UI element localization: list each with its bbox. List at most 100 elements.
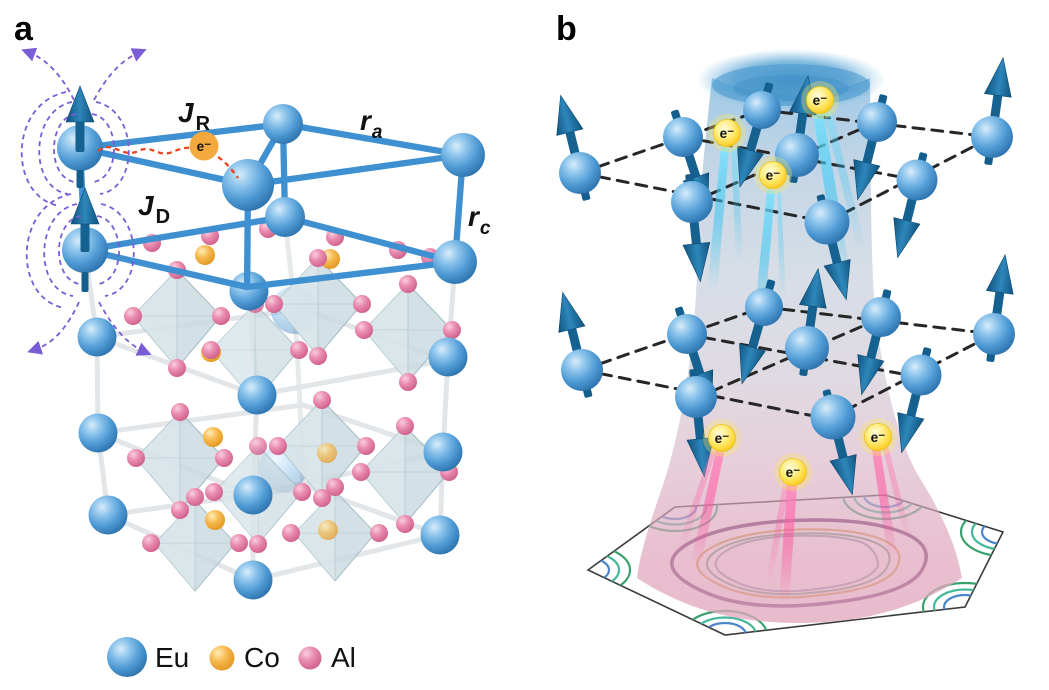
al-sphere: [205, 483, 223, 501]
al-sphere: [353, 295, 371, 313]
al-sphere: [124, 307, 142, 325]
al-sphere: [168, 359, 186, 377]
co-sphere: [203, 427, 223, 447]
spin-lattice-layer-1: [547, 55, 1017, 304]
eu-crystal-spheres: [77, 271, 468, 600]
electron-trails-top: [707, 110, 866, 332]
panel-b-label: b: [556, 10, 577, 48]
panel-a-label: a: [14, 10, 34, 48]
al-sphere: [171, 501, 189, 519]
spin-arrow-icon: [65, 85, 95, 188]
al-sphere: [313, 391, 331, 409]
panel-b: b: [547, 10, 1019, 636]
eu-sphere: [77, 317, 117, 357]
al-sphere: [293, 483, 311, 501]
al-legend-icon: [298, 646, 322, 670]
al-sphere: [171, 403, 189, 421]
spin-lattice-layer-2: [549, 252, 1019, 499]
al-sphere: [265, 295, 283, 313]
eu-frame-spheres: [57, 104, 485, 284]
rkky-exchange-path: [97, 145, 239, 179]
eu-sphere: [433, 240, 477, 284]
al-sphere: [202, 341, 220, 359]
eu-sphere: [222, 159, 274, 211]
al-sphere: [290, 341, 308, 359]
legend-label-co: Co: [244, 642, 280, 673]
co-sphere: [318, 520, 338, 540]
al-sphere: [399, 373, 417, 391]
co-sphere: [317, 443, 337, 463]
spin-site: [844, 91, 898, 204]
al-sphere: [142, 534, 160, 552]
al-sphere: [215, 449, 233, 467]
al-sphere: [399, 275, 417, 293]
spin-site: [675, 367, 719, 479]
electron-label: e⁻: [871, 430, 886, 445]
electron-circle: [189, 131, 219, 161]
al-sphere: [326, 478, 344, 496]
dipole-field-lines: [20, 47, 152, 356]
eu-sphere: [441, 133, 485, 177]
electron-badge: e⁻: [801, 81, 839, 119]
al-sphere: [396, 417, 414, 435]
legend-label-eu: Eu: [155, 642, 189, 673]
spin-arrow-icon: [70, 187, 100, 292]
eu-sphere: [265, 197, 305, 237]
spin-site: [971, 55, 1017, 167]
electron-badge: e⁻: [774, 453, 812, 491]
eu-legend-icon: [107, 637, 147, 677]
spin-site: [884, 149, 938, 262]
eu-sphere: [263, 104, 303, 144]
al-sphere: [309, 249, 327, 267]
legend-item-eu: Eu: [107, 637, 189, 677]
electron-badge: e⁻: [754, 156, 792, 194]
electron-label: e⁻: [715, 431, 730, 446]
al-sphere: [212, 307, 230, 325]
legend: Eu Co Al: [107, 637, 356, 677]
spin-site: [848, 286, 902, 399]
spin-site: [785, 266, 832, 378]
electron-label: e⁻: [786, 465, 801, 480]
legend-item-co: Co: [209, 642, 280, 673]
lattice-label-ra: ra: [360, 105, 383, 143]
electron-badge: e⁻: [708, 114, 746, 152]
electron-badge: e⁻: [703, 419, 741, 457]
spin-site: [973, 252, 1019, 364]
al-sphere: [396, 515, 414, 533]
spin-site: [671, 172, 715, 284]
electron-label: e⁻: [720, 126, 735, 141]
co-sphere: [195, 245, 215, 265]
eu-sphere: [233, 475, 273, 515]
spin-site: [665, 302, 725, 415]
spin-site: [726, 79, 783, 191]
al-sphere: [370, 524, 388, 542]
eu-sphere: [237, 375, 277, 415]
spin-site: [810, 386, 866, 499]
al-sphere: [352, 463, 370, 481]
electron-badge: e⁻: [189, 131, 219, 161]
legend-label-al: Al: [331, 642, 356, 673]
eu-sphere: [420, 515, 460, 555]
legend-item-al: Al: [298, 642, 356, 673]
spin-site: [549, 288, 603, 401]
al-sphere: [230, 534, 248, 552]
electron-label: e⁻: [813, 93, 828, 108]
al-sphere: [313, 489, 331, 507]
co-sphere: [205, 510, 225, 530]
eu-sphere: [229, 271, 269, 311]
eu-sphere: [233, 560, 273, 600]
spin-site: [728, 276, 785, 388]
spin-site: [547, 91, 601, 204]
eu-sphere: [78, 413, 118, 453]
co-legend-icon: [209, 645, 235, 671]
spin-site: [775, 73, 822, 185]
spin-site: [804, 191, 860, 304]
electron-trails-bottom: [677, 446, 911, 603]
spin-site: [888, 344, 942, 457]
al-sphere: [269, 437, 287, 455]
al-sphere: [127, 449, 145, 467]
